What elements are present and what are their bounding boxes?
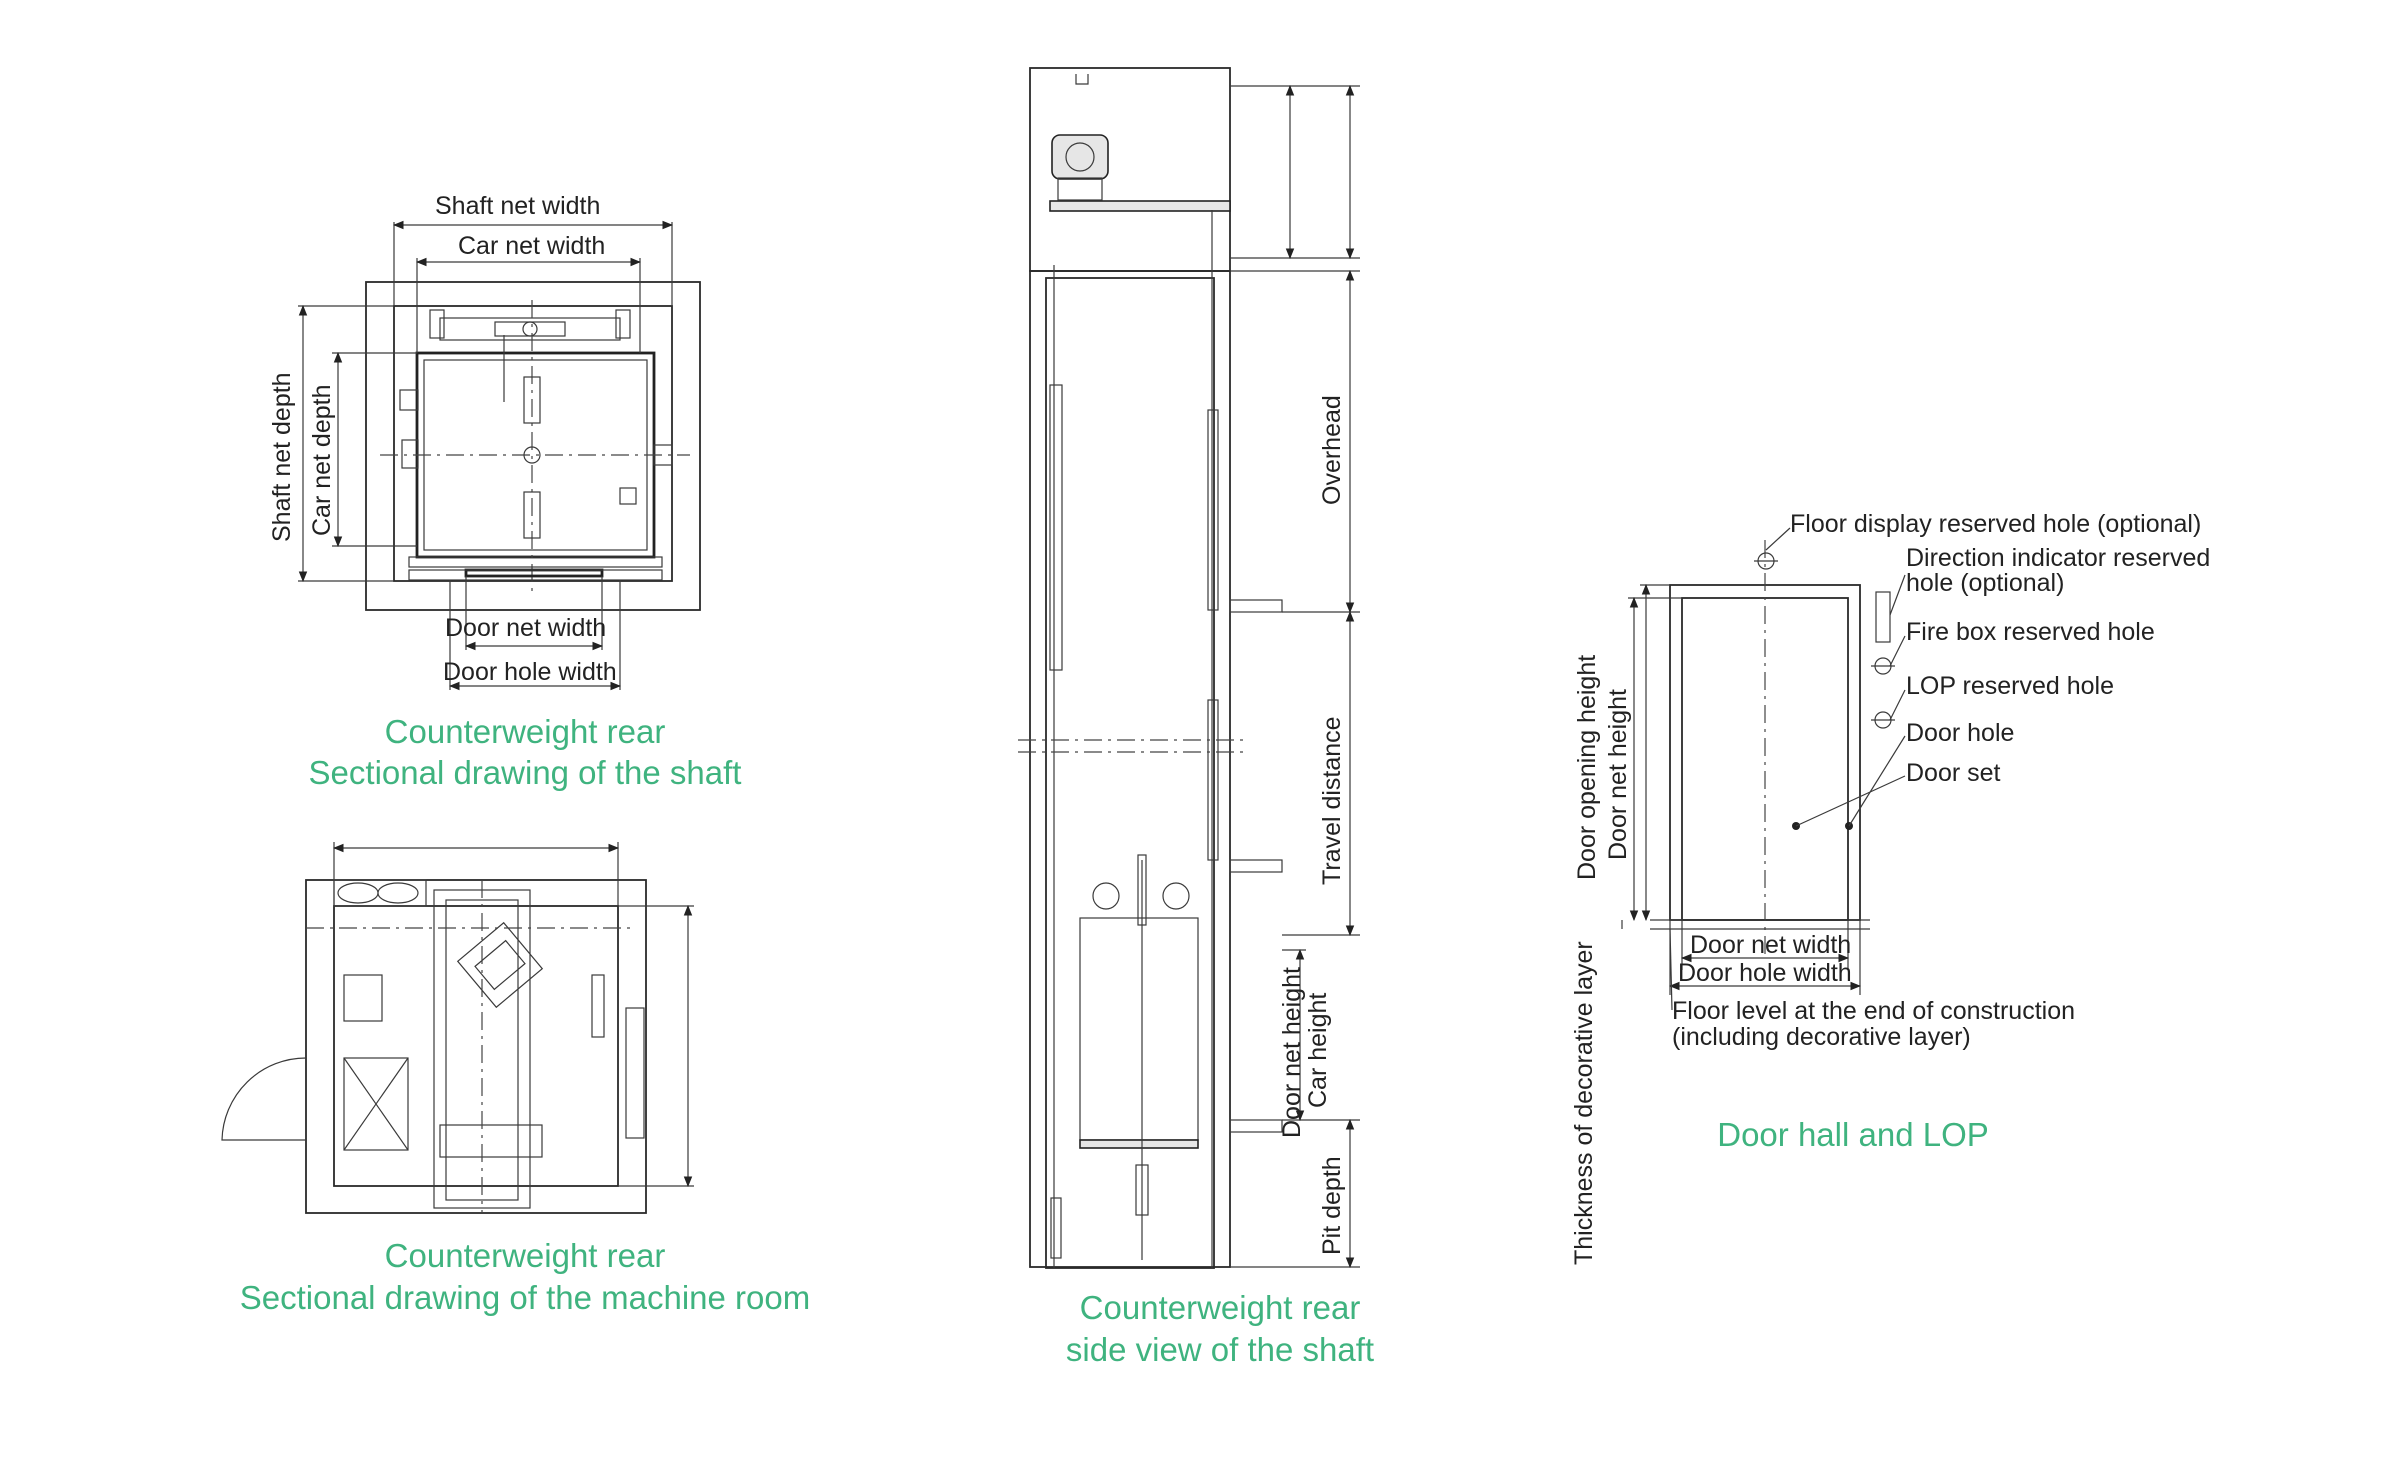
control-cabinet — [343, 974, 383, 1022]
machine-floor-slab — [1049, 200, 1231, 212]
pit-depth-label: Pit depth — [1318, 1156, 1346, 1255]
shaft-inner-wall — [393, 305, 673, 582]
traction-sheave — [1065, 142, 1095, 172]
car-shoe-left — [401, 439, 419, 469]
machine-bedplate — [1057, 177, 1103, 201]
floor-slab-1 — [1229, 599, 1283, 613]
leader — [1765, 527, 1791, 551]
leader — [1889, 574, 1906, 616]
window — [625, 1007, 645, 1139]
car-height-label: Car height — [1304, 993, 1332, 1108]
car-pulley-left — [1092, 882, 1120, 910]
traction-machine — [456, 921, 544, 1009]
cw-rail-left — [429, 309, 445, 339]
hook — [1075, 74, 1089, 85]
cw-buffer — [1050, 1197, 1062, 1259]
shaft-net-width-label: Shaft net width — [435, 192, 600, 220]
door-hall-drawing — [1621, 527, 1906, 1011]
landing-sill — [408, 569, 663, 581]
machine-beam-inner — [445, 899, 519, 1201]
fan-blade-2 — [377, 882, 419, 904]
counterweight-block — [494, 321, 566, 337]
floor-level-label-1: Floor level at the end of construction — [1672, 997, 2075, 1025]
machine-room-caption-1: Counterweight rear — [385, 1237, 666, 1274]
shaft-inner — [1045, 277, 1215, 1269]
landing-door-1 — [1207, 409, 1219, 611]
car-rail-left — [399, 389, 419, 411]
door-set-label: Door set — [1906, 759, 2001, 787]
leader — [1889, 635, 1906, 667]
rope-hole — [591, 974, 605, 1038]
car-side — [1079, 917, 1199, 1141]
counterweight-pulley — [522, 321, 538, 337]
leader — [1848, 735, 1906, 827]
machine-base — [439, 1124, 543, 1158]
overhead-label: Overhead — [1318, 395, 1346, 505]
side-view-caption-2: side view of the shaft — [1066, 1331, 1374, 1368]
car-shoe-right — [619, 487, 637, 505]
shaft-net-depth-label: Shaft net depth — [268, 372, 296, 542]
thickness-decorative-label: Thickness of decorative layer — [1570, 941, 1598, 1265]
travel-distance-label: Travel distance — [1318, 716, 1346, 885]
shaft-section-drawing — [298, 220, 701, 691]
machine-room-wall-outer — [305, 879, 647, 1214]
car-net-width-label: Car net width — [458, 232, 605, 260]
fire-box-label: Fire box reserved hole — [1906, 618, 2155, 646]
traction-machine-side — [1051, 134, 1109, 180]
shaft-section-caption-2: Sectional drawing of the shaft — [309, 754, 742, 791]
leader — [1889, 689, 1906, 721]
machine-room-wall-inner — [333, 905, 619, 1187]
car-net-depth-label: Car net depth — [308, 385, 336, 537]
car-center-mark — [523, 446, 541, 464]
door-net-height-label: Door net height — [1278, 967, 1306, 1138]
car-slot-bottom — [523, 491, 541, 539]
door-net-width-label-2: Door net width — [1690, 931, 1851, 959]
leader — [1795, 775, 1906, 827]
shaft-outer-wall — [365, 281, 701, 611]
hatch — [343, 1057, 409, 1151]
fan-blade-1 — [337, 882, 379, 904]
direction-indicator-hole — [1875, 591, 1891, 643]
car-slot-top — [523, 376, 541, 424]
floor-level-label-2: (including decorative layer) — [1672, 1023, 1971, 1051]
direction-indicator-label-2: hole (optional) — [1906, 569, 2064, 597]
landing-door-2 — [1207, 699, 1219, 861]
counterweight-frame — [439, 317, 621, 341]
shaft-section — [1029, 270, 1231, 1268]
car-floor — [1079, 1139, 1199, 1149]
side-view-drawing — [1018, 67, 1360, 1269]
door-net-height-label-2: Door net height — [1604, 689, 1632, 860]
door-hole-width-label: Door hole width — [443, 658, 617, 686]
machine-room-caption-2: Sectional drawing of the machine room — [240, 1279, 810, 1316]
door-swing-arc — [221, 1057, 307, 1141]
floor-display-label: Floor display reserved hole (optional) — [1790, 510, 2201, 538]
direction-indicator-label-1: Direction indicator reserved — [1906, 544, 2210, 572]
car-pulley-right — [1162, 882, 1190, 910]
door-net-width-label: Door net width — [445, 614, 606, 642]
machine-room-drawing — [221, 842, 694, 1214]
cw-rail-right — [615, 309, 631, 339]
floor-level-leader — [1669, 928, 1673, 1011]
floor-slab-3 — [1229, 1119, 1283, 1133]
traction-motor — [474, 939, 526, 991]
hatch-x — [343, 1057, 409, 1151]
door-panels — [464, 568, 604, 578]
car-sill — [408, 556, 663, 568]
lop-hole-label: LOP reserved hole — [1906, 672, 2114, 700]
door-hole-label: Door hole — [1906, 719, 2014, 747]
shaft-section-caption-1: Counterweight rear — [385, 713, 666, 750]
counterweight-side — [1049, 384, 1063, 671]
door-opening-height-label: Door opening height — [1573, 655, 1601, 880]
door-hole-width-label-2: Door hole width — [1678, 959, 1852, 987]
side-view-caption-1: Counterweight rear — [1080, 1289, 1361, 1326]
door-hall-caption: Door hall and LOP — [1717, 1116, 1989, 1153]
floor-slab-2 — [1229, 859, 1283, 873]
car-buffer — [1135, 1164, 1149, 1216]
